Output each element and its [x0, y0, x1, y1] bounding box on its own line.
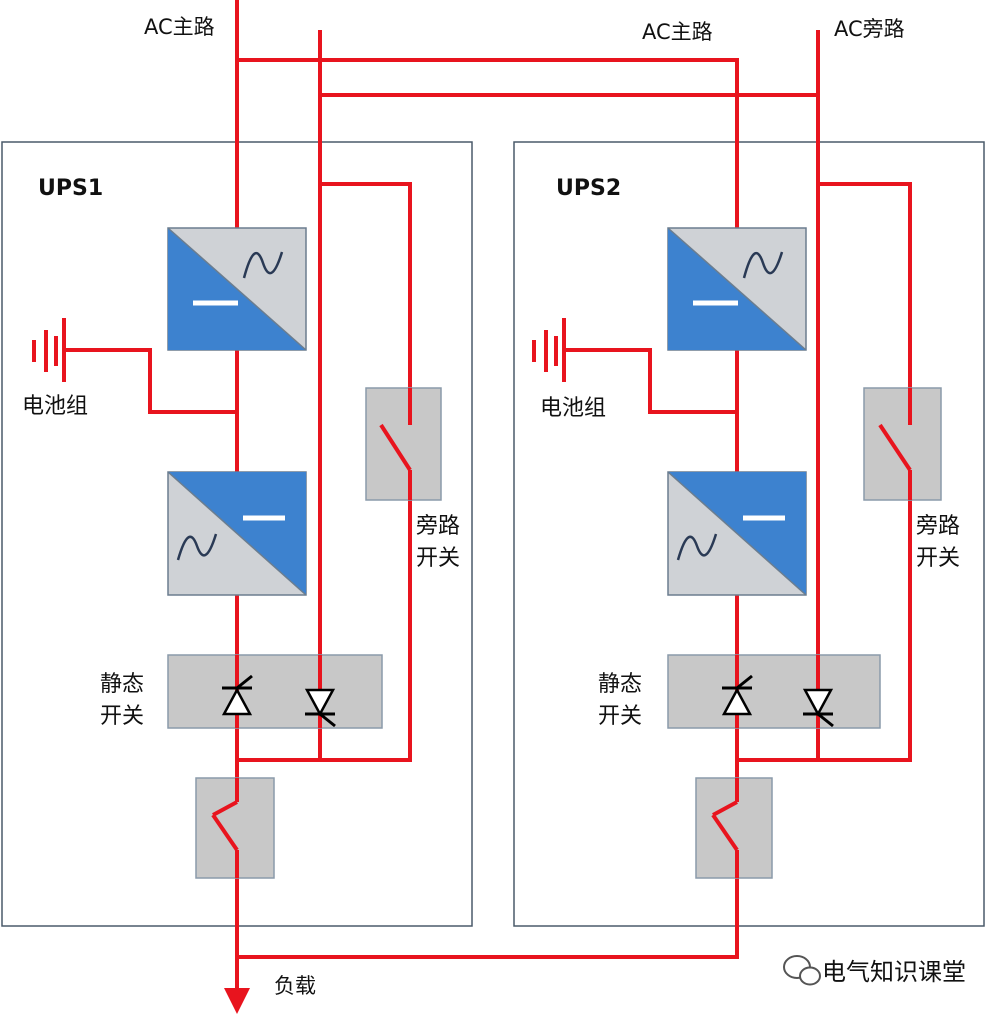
static-switch-block	[167, 654, 383, 729]
label-bypass-switch-2a: 旁路	[916, 514, 960, 539]
ups2-frame	[513, 141, 985, 927]
battery-icon	[32, 318, 66, 382]
inverter-block	[167, 471, 307, 596]
label-static-switch-2a: 静态	[598, 672, 642, 697]
load-arrow	[224, 988, 250, 1014]
label-ac-main-2: AC主路	[642, 20, 713, 44]
watermark-text: 电气知识课堂	[822, 958, 966, 986]
label-bypass-switch-1b: 开关	[416, 546, 460, 571]
label-bypass-switch-2b: 开关	[916, 546, 960, 571]
rectifier-block	[167, 227, 307, 351]
battery-icon	[532, 318, 566, 382]
output-switch-block	[195, 777, 275, 879]
inverter-block	[667, 471, 807, 596]
wechat-icon	[783, 955, 821, 986]
label-ac-main-1: AC主路	[144, 15, 215, 39]
label-load: 负载	[274, 974, 316, 998]
label-battery-1: 电池组	[22, 394, 88, 419]
rectifier-block	[667, 227, 807, 351]
bypass-switch-block	[365, 387, 442, 501]
label-ups1: UPS1	[38, 176, 103, 201]
label-battery-2: 电池组	[540, 396, 606, 421]
static-switch-block	[667, 654, 881, 729]
label-static-switch-1b: 开关	[100, 704, 144, 729]
label-static-switch-2b: 开关	[598, 704, 642, 729]
output-switch-block	[695, 777, 773, 879]
label-bypass-switch-1a: 旁路	[416, 514, 460, 539]
label-ups2: UPS2	[556, 176, 621, 201]
label-ac-bypass: AC旁路	[834, 17, 905, 41]
bypass-switch-block	[863, 387, 942, 501]
label-static-switch-1a: 静态	[100, 672, 144, 697]
